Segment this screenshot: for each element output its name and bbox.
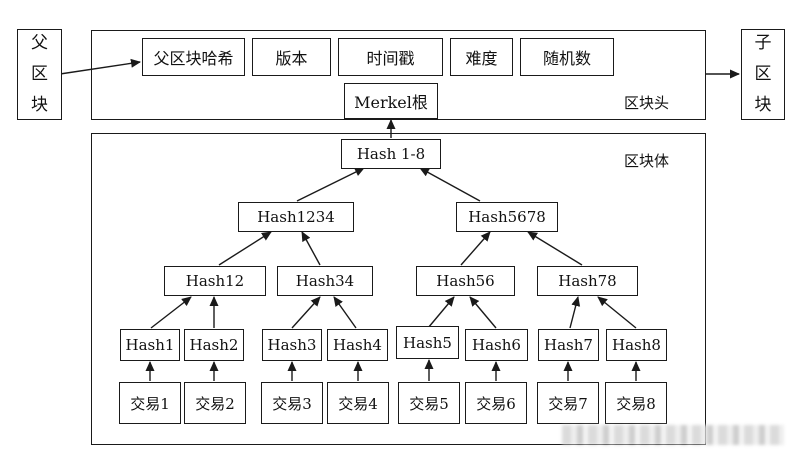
parent-block-char-3: 块 [31,95,48,115]
arrow-h5-to-56 [427,296,455,329]
arrow-h6-to-56 [469,296,497,329]
block-header-frame [91,30,706,120]
transaction-8: 交易8 [605,382,667,424]
arrow-1234-to-root [296,167,365,202]
arrow-h4-to-34 [333,296,357,329]
merkle-tree-root: Hash 1-8 [341,139,441,169]
arrow-h1-to-12 [150,296,192,329]
leaf-hash-4: Hash4 [327,329,388,361]
block-body-label: 区块体 [624,152,670,170]
transaction-4: 交易4 [327,382,389,424]
leaf-hash-3: Hash3 [262,329,322,361]
transaction-5: 交易5 [398,382,460,424]
blurred-watermark [562,425,784,445]
hash-34: Hash34 [277,266,373,296]
parent-block: 父 区 块 [17,29,62,120]
arrow-12-to-1234 [218,231,272,266]
transaction-3: 交易3 [261,382,323,424]
parent-block-char-2: 区 [31,64,48,84]
arrow-parent-to-header [59,58,141,75]
leaf-hash-2: Hash2 [184,329,244,361]
transaction-6: 交易6 [465,382,527,424]
arrow-5678-to-root [419,167,481,202]
arrow-h8-to-78 [597,296,637,329]
leaf-hash-1: Hash1 [120,329,180,361]
arrow-34-to-1234 [301,231,321,266]
transaction-7: 交易7 [537,382,599,424]
hash-78: Hash78 [537,266,638,296]
child-block-char-3: 块 [754,95,772,115]
transaction-2: 交易2 [184,382,246,424]
arrow-56-to-5678 [460,231,491,266]
arrow-78-to-5678 [527,231,583,266]
leaf-hash-8: Hash8 [606,329,667,361]
header-field-prev-hash: 父区块哈希 [142,38,245,76]
block-body-frame [91,133,706,445]
leaf-hash-6: Hash6 [465,329,528,361]
header-field-nonce: 随机数 [520,38,614,76]
header-field-timestamp: 时间戳 [338,38,443,76]
leaf-hash-7: Hash7 [538,329,599,361]
transaction-1: 交易1 [119,382,181,424]
header-field-version: 版本 [252,38,331,76]
child-block-char-2: 区 [754,64,772,84]
merkle-root-box: Merkel根 [344,83,438,119]
hash-56: Hash56 [416,266,515,296]
child-block-char-1: 子 [754,33,772,53]
hash-1234: Hash1234 [238,202,354,232]
hash-5678: Hash5678 [456,202,558,232]
block-header-label: 区块头 [624,94,670,112]
child-block: 子 区 块 [741,29,785,120]
hash-12: Hash12 [164,266,266,296]
parent-block-char-1: 父 [31,33,48,53]
arrow-h7-to-78 [569,296,581,329]
header-field-difficulty: 难度 [450,38,513,76]
leaf-hash-5: Hash5 [396,326,459,359]
arrow-h3-to-34 [291,296,321,329]
